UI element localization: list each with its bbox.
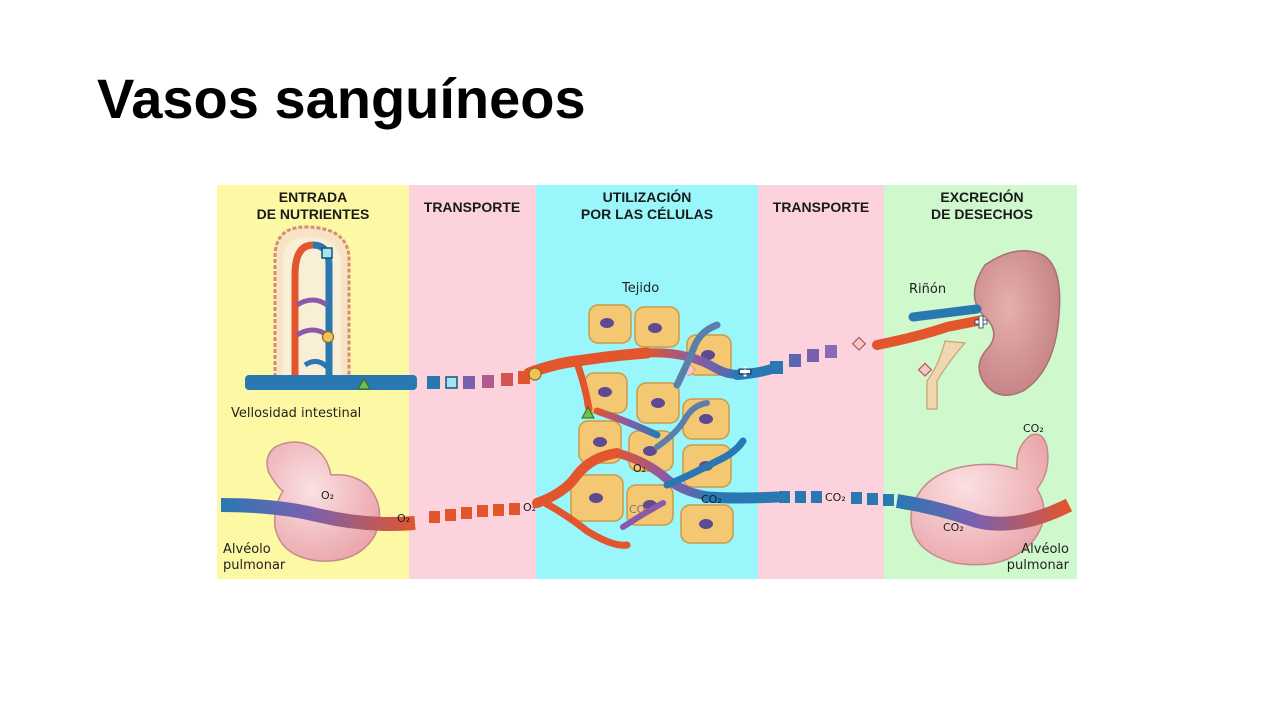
header-utilizacion-line2: POR LAS CÉLULAS <box>581 206 713 222</box>
alveolus-right <box>910 433 1049 566</box>
upper-capillaries <box>523 321 782 439</box>
o2-label-alveolus-left: O₂ <box>321 489 334 502</box>
transport-vessel-waste <box>770 345 837 374</box>
slide-title: Vasos sanguíneos <box>97 67 586 130</box>
pulmonary-vessel-right <box>895 494 1073 531</box>
co2-label-tissue: CO₂ <box>629 503 650 516</box>
header-excrecion-line2: DE DESECHOS <box>931 206 1033 222</box>
plus-marker-icon <box>974 315 988 329</box>
diamond-marker-icon <box>851 336 867 351</box>
o2-label-tissue: O₂ <box>633 462 646 475</box>
plus-marker-icon <box>738 366 752 377</box>
intestinal-vessel <box>245 375 417 390</box>
label-alveolus-right-2: pulmonar <box>1007 558 1070 573</box>
header-utilizacion-line1: UTILIZACIÓN <box>603 188 692 205</box>
square-marker-icon <box>445 376 458 389</box>
alveolus-left <box>266 441 381 562</box>
label-alveolus-left-2: pulmonar <box>223 558 286 573</box>
triangle-marker-icon <box>581 405 595 419</box>
transport-vessel-oxygen <box>429 503 520 523</box>
header-transporte-2: TRANSPORTE <box>773 199 869 215</box>
kidney-organ <box>973 250 1061 396</box>
diamond-marker-icon <box>917 362 933 377</box>
intestinal-villus <box>273 225 351 383</box>
circle-marker-icon <box>321 330 335 344</box>
triangle-marker-icon <box>357 378 371 390</box>
panel-transporte-2 <box>758 185 884 579</box>
header-entrada-line2: DE NUTRIENTES <box>257 206 370 222</box>
pulmonary-vessel-left <box>220 498 416 531</box>
label-alveolus-left-1: Alvéolo <box>223 542 271 557</box>
label-kidney: Riñón <box>909 282 946 297</box>
co2-label-alveolus-right: CO₂ <box>943 521 964 534</box>
label-alveolus-right-1: Alvéolo <box>1021 542 1069 557</box>
co2-label-vessel: CO₂ <box>701 493 722 506</box>
co2-label-transport: CO₂ <box>825 491 846 504</box>
header-transporte-1: TRANSPORTE <box>424 199 520 215</box>
transport-vessel-co2 <box>779 491 894 506</box>
renal-artery <box>872 316 982 350</box>
co2-label-exhaled: CO₂ <box>1023 422 1044 435</box>
lower-capillaries <box>532 400 783 549</box>
renal-vein <box>908 304 982 322</box>
header-excrecion-line1: EXCRECIÓN <box>940 188 1023 205</box>
circulation-diagram: ENTRADA DE NUTRIENTES TRANSPORTE UTILIZA… <box>217 185 1077 579</box>
circle-marker-icon <box>528 367 542 381</box>
square-marker-icon <box>321 247 333 259</box>
o2-label-leaving-lung: O₂ <box>397 512 410 525</box>
label-villus: Vellosidad intestinal <box>231 406 361 421</box>
header-entrada-line1: ENTRADA <box>279 189 347 205</box>
ureter <box>926 340 967 410</box>
label-tissue: Tejido <box>621 281 659 296</box>
